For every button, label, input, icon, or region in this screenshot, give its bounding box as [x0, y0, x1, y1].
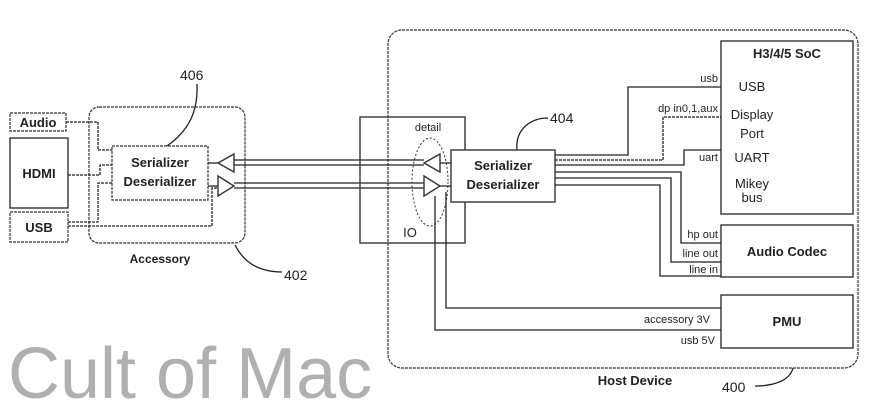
usb-5v-label: usb 5V: [681, 335, 716, 347]
host-deserializer-label: Deserializer: [467, 177, 540, 192]
soc-mikey-port-2: bus: [742, 190, 763, 205]
host-receive-buffer-icon: [422, 152, 441, 174]
uart-wire: [555, 149, 721, 166]
soc-uart-port: UART: [734, 150, 769, 165]
soc-title: H3/4/5 SoC: [753, 46, 822, 61]
hdmi-input-box: [9, 137, 69, 209]
dp-signal-label: dp in0,1,aux: [658, 103, 718, 115]
ref-406-leader: [166, 83, 198, 147]
soc-usb-port: USB: [739, 79, 766, 94]
watermark: Cult of Mac: [8, 334, 372, 414]
detail-label: detail: [415, 122, 441, 134]
usb-wire: [555, 86, 721, 156]
accessory-deserializer-label: Deserializer: [124, 174, 197, 189]
host-device-label: Host Device: [598, 373, 672, 388]
soc-display-port-2: Port: [740, 126, 764, 141]
hdmi-label: HDMI: [22, 166, 55, 181]
uart-signal-label: uart: [699, 152, 718, 164]
ref-402-leader: [234, 244, 283, 273]
hp-out-wire: [555, 171, 721, 244]
receive-buffer-icon: [216, 152, 235, 174]
line-in-wire: [555, 184, 721, 277]
accessory-serdes-box: [111, 145, 209, 201]
soc-display-port-1: Display: [731, 107, 774, 122]
audio-codec-box: [720, 224, 854, 278]
cable-lines: [234, 159, 424, 189]
host-device-box: [387, 29, 859, 369]
line-in-label: line in: [689, 264, 718, 276]
wire: [440, 162, 451, 187]
ref-402: 402: [284, 267, 308, 283]
transmit-buffer-icon: [217, 174, 236, 198]
usb-label: USB: [25, 220, 52, 235]
accessory-3v-label: accessory 3V: [644, 314, 711, 326]
pmu-box: [720, 294, 854, 349]
ref-404-leader: [516, 117, 549, 151]
hp-out-label: hp out: [687, 229, 718, 241]
host-serdes-box: [450, 149, 556, 203]
host-transmit-buffer-icon: [423, 174, 442, 198]
audio-codec-label: Audio Codec: [747, 244, 827, 259]
usb-input-box: [9, 211, 69, 243]
ref-404: 404: [550, 110, 574, 126]
ref-400: 400: [722, 379, 746, 395]
accessory-serializer-label: Serializer: [131, 155, 189, 170]
ref-406: 406: [180, 67, 204, 83]
soc-box: [720, 40, 854, 215]
detail-ellipse: [411, 137, 449, 227]
usb-5v-wire: [434, 196, 721, 331]
usb-signal-label: usb: [700, 73, 718, 85]
line-out-label: line out: [683, 248, 718, 260]
line-out-wire: [555, 177, 721, 263]
io-label: IO: [403, 225, 417, 240]
dp-wire: [555, 116, 721, 161]
ref-400-leader: [754, 367, 794, 387]
audio-label: Audio: [20, 115, 57, 130]
accessory-label: Accessory: [130, 252, 191, 266]
accessory-3v-wire: [445, 192, 721, 309]
host-serializer-label: Serializer: [474, 158, 532, 173]
pmu-label: PMU: [773, 314, 802, 329]
accessory-input-wires: [66, 121, 218, 227]
soc-mikey-port-1: Mikey: [735, 176, 769, 191]
